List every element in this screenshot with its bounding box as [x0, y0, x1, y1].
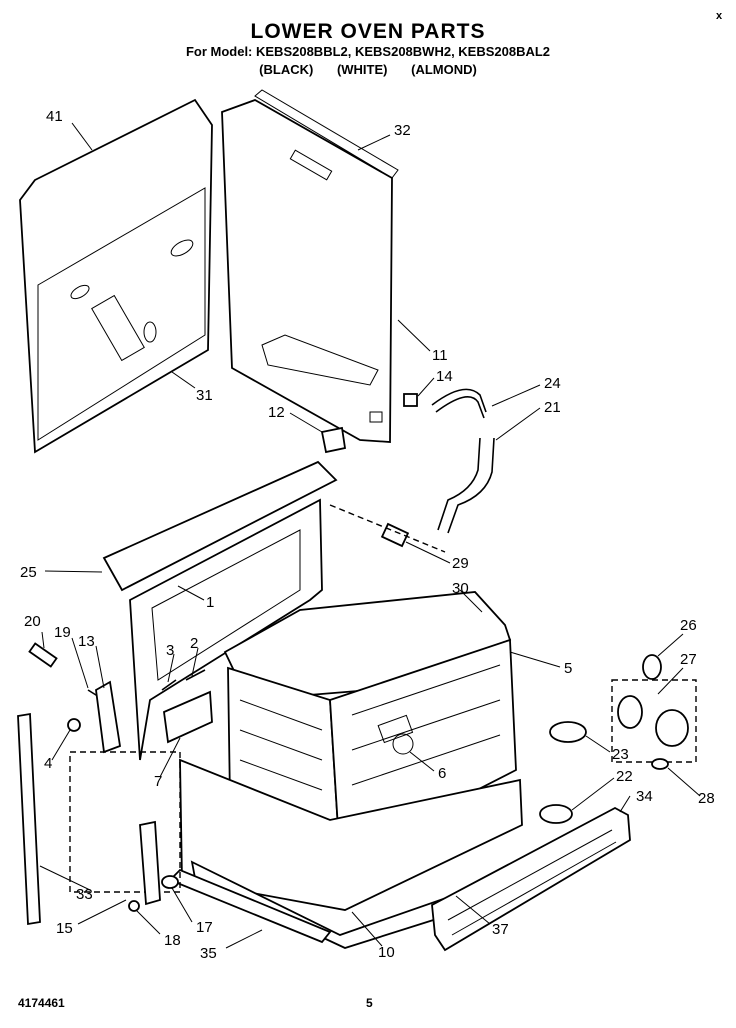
- callout-25: 25: [20, 564, 37, 581]
- color-almond: (ALMOND): [411, 62, 477, 77]
- callout-37: 37: [492, 921, 509, 938]
- callout-26: 26: [680, 617, 697, 634]
- callout-32: 32: [394, 122, 411, 139]
- part-33-trim: [17, 712, 41, 926]
- part-27-thermostat: [611, 679, 697, 763]
- callout-24: 24: [544, 375, 561, 392]
- part-21-hose-edge: [447, 437, 495, 534]
- part-3-screw: [161, 679, 177, 691]
- callout-41: 41: [46, 108, 63, 125]
- page-title: LOWER OVEN PARTS: [250, 20, 486, 43]
- color-white: (WHITE): [336, 62, 388, 77]
- callout-15: 15: [56, 920, 73, 937]
- part-11-back-panel: [221, 89, 399, 443]
- callout-34: 34: [636, 788, 653, 805]
- callout-labels: 41 32 11 31 14 24 21 12 25 29 30 1 20 19…: [20, 108, 715, 962]
- part-35-rail: [168, 868, 332, 944]
- callout-2: 2: [190, 635, 198, 652]
- callout-30: 30: [452, 580, 469, 597]
- leader-lines: [39, 122, 701, 949]
- callout-14: 14: [436, 368, 453, 385]
- part-29-fitting: [329, 504, 446, 553]
- callout-11: 11: [432, 347, 448, 364]
- callout-1: 1: [206, 594, 214, 611]
- callout-10: 10: [378, 944, 395, 961]
- model-list: For Model: KEBS208BBL2, KEBS208BWH2, KEB…: [185, 44, 551, 59]
- part-15-hinge: [69, 751, 181, 912]
- callout-20: 20: [24, 613, 41, 630]
- part-7-bracket: [163, 690, 213, 744]
- part-4-nut: [67, 718, 81, 732]
- callout-21: 21: [544, 399, 561, 416]
- part-1-front-frame: [102, 460, 338, 761]
- callout-17: 17: [196, 919, 213, 936]
- callout-33: 33: [76, 886, 93, 903]
- part-13-hinge-receptacle: [95, 680, 122, 754]
- part-2-pin: [185, 669, 206, 681]
- part-24-hose: [431, 388, 487, 413]
- footer-part-code: 4174461: [18, 996, 65, 1010]
- part-14-clip: [403, 393, 418, 407]
- callout-22: 22: [616, 768, 633, 785]
- callout-13: 13: [78, 633, 95, 650]
- callout-18: 18: [164, 932, 181, 949]
- callout-28: 28: [698, 790, 715, 807]
- corner-mark: x: [716, 10, 723, 22]
- part-22-orifice: [539, 804, 573, 824]
- part-41-insulation-panel: [19, 98, 213, 454]
- part-5-oven-liner: [223, 591, 517, 862]
- part-28-screw: [651, 758, 669, 770]
- callout-19: 19: [54, 624, 71, 641]
- callout-12: 12: [268, 404, 285, 421]
- callout-7: 7: [154, 773, 162, 790]
- callout-4: 4: [44, 755, 52, 772]
- part-20-spring: [28, 642, 58, 668]
- part-23-burner-cap: [549, 721, 587, 743]
- callout-6: 6: [438, 765, 446, 782]
- footer-page-number: 5: [366, 996, 373, 1010]
- callout-29: 29: [452, 555, 469, 572]
- part-21-hose: [437, 437, 481, 531]
- callout-27: 27: [680, 651, 697, 668]
- callout-31: 31: [196, 387, 213, 404]
- callout-3: 3: [166, 642, 174, 659]
- part-37-vent-grille: [431, 806, 631, 952]
- part-26-washer: [642, 654, 662, 680]
- callout-35: 35: [200, 945, 217, 962]
- part-24-hose-edge: [435, 396, 485, 419]
- color-black: (BLACK): [259, 62, 314, 77]
- color-variants: (BLACK) (WHITE) (ALMOND): [0, 62, 736, 77]
- callout-23: 23: [612, 746, 629, 763]
- part-12-bracket: [320, 426, 347, 454]
- callout-5: 5: [564, 660, 572, 677]
